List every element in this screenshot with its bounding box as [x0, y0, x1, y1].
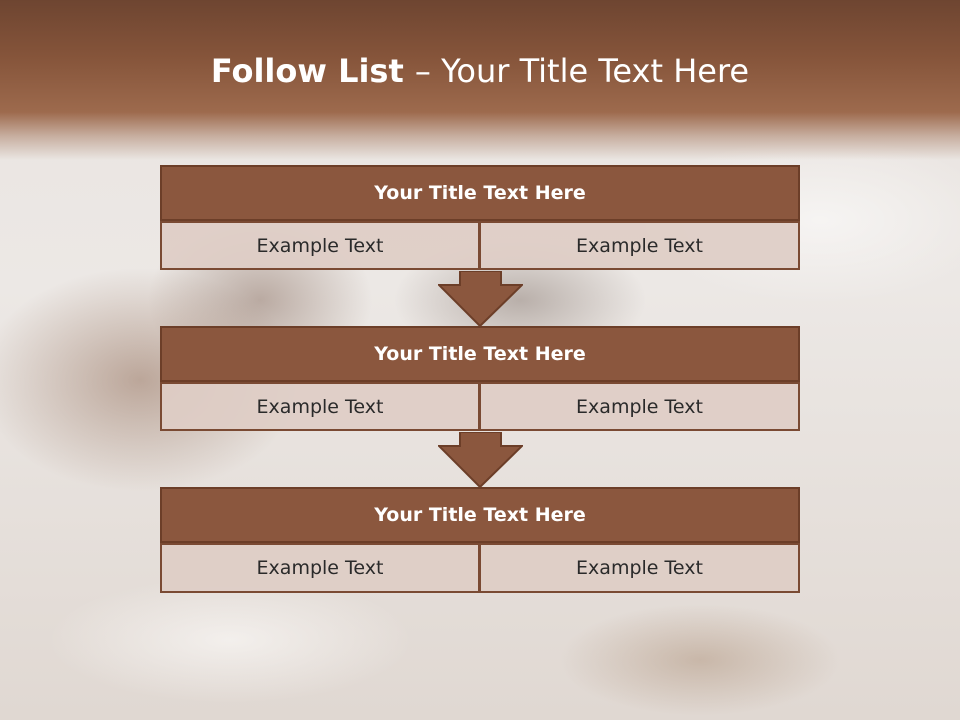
- down-arrow-icon: [438, 271, 523, 327]
- slide-title-bold: Follow List: [210, 52, 415, 90]
- block-3-title: Your Title Text Here: [160, 487, 800, 543]
- down-arrow-icon: [438, 432, 523, 488]
- list-block-1: Your Title Text Here Example Text Exampl…: [160, 165, 800, 270]
- list-block-2: Your Title Text Here Example Text Exampl…: [160, 326, 800, 431]
- block-2-title: Your Title Text Here: [160, 326, 800, 382]
- block-3-right-cell: Example Text: [480, 543, 800, 593]
- title-band: [0, 0, 960, 160]
- list-block-3: Your Title Text Here Example Text Exampl…: [160, 487, 800, 593]
- block-3-left-cell: Example Text: [160, 543, 480, 593]
- block-1-title: Your Title Text Here: [160, 165, 800, 221]
- block-1-right-cell: Example Text: [480, 221, 800, 270]
- block-2-right-cell: Example Text: [480, 382, 800, 431]
- block-2-left-cell: Example Text: [160, 382, 480, 431]
- block-1-left-cell: Example Text: [160, 221, 480, 270]
- slide-title-rest: – Your Title Text Here: [414, 52, 750, 90]
- slide-title: Follow List – Your Title Text Here: [0, 52, 960, 90]
